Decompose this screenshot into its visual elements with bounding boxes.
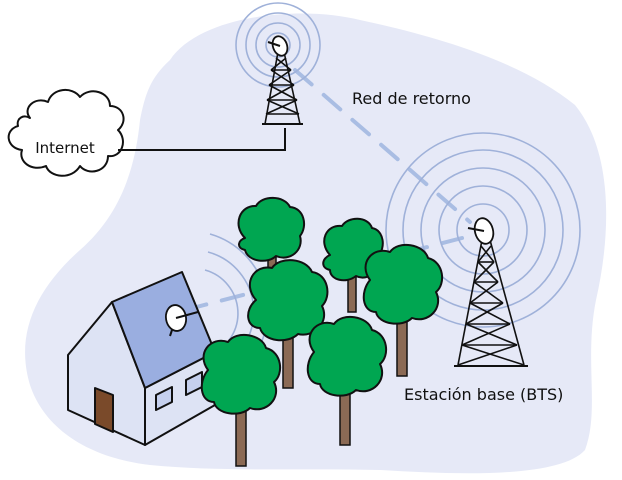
internet-label: Internet: [35, 139, 95, 157]
bts-label: Estación base (BTS): [404, 385, 563, 404]
internet-wire: [118, 128, 286, 151]
satellite-dish-icon: [467, 217, 495, 245]
satellite-dish-icon: [267, 35, 289, 57]
tree-icon: [306, 315, 388, 446]
window: [155, 386, 173, 411]
cloud-icon: Internet: [7, 89, 125, 177]
tree-icon: [237, 196, 306, 281]
tree-icon: [200, 333, 282, 467]
tower-icon: [454, 239, 528, 367]
trees: [200, 196, 444, 467]
backhaul-link: [293, 68, 472, 224]
door: [94, 387, 114, 433]
house-icon: [67, 271, 216, 446]
satellite-dish-icon: [164, 304, 199, 337]
tree-icon: [247, 259, 329, 389]
tree-icon: [362, 243, 444, 377]
tower-icon: [262, 51, 303, 125]
top-tower-waves: [235, 2, 321, 88]
backhaul-label: Red de retorno: [352, 89, 471, 108]
